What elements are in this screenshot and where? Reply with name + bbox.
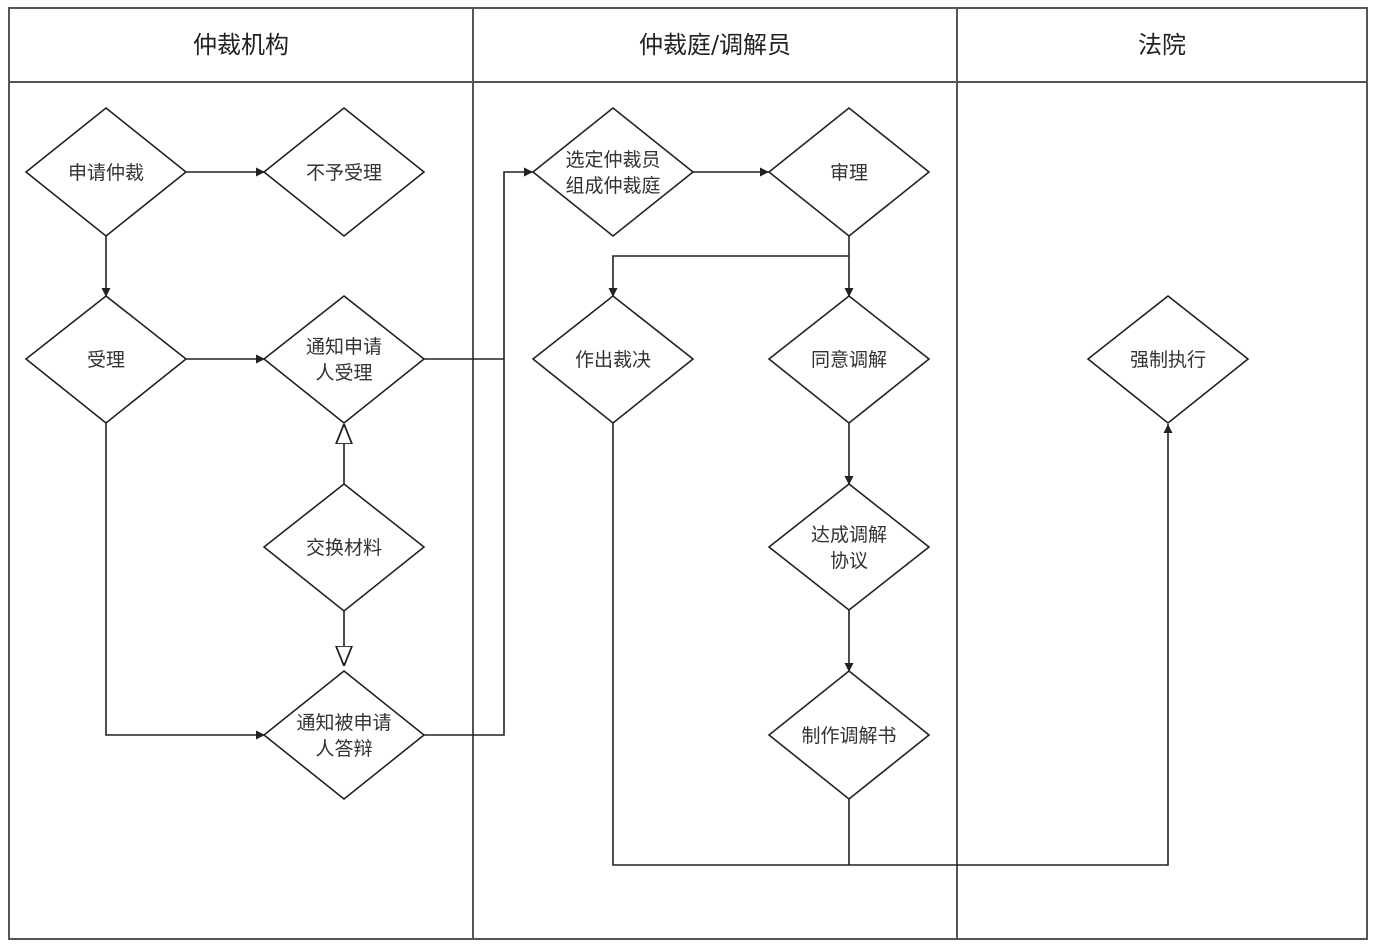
outer-border — [8, 7, 1368, 940]
node-mediation-document-shape — [767, 669, 931, 801]
node-notify-respondent-label: 通知被申请人答辩 — [296, 712, 391, 760]
node-notify-respondent: 通知被申请人答辩 — [262, 669, 426, 801]
node-enforcement-label: 强制执行 — [1130, 349, 1206, 371]
node-notify-applicant: 通知申请人受理 — [262, 294, 426, 425]
node-notify-respondent-shape — [262, 669, 426, 801]
node-award-label: 作出裁决 — [575, 349, 651, 371]
node-select-arbitrator-shape — [531, 106, 695, 238]
lane-title-court: 法院 — [1138, 31, 1186, 59]
node-select-arbitrator-label: 选定仲裁员组成仲裁庭 — [565, 149, 660, 197]
node-reject: 不予受理 — [262, 106, 426, 238]
node-enforcement-shape — [1086, 294, 1250, 425]
node-accept-label: 受理 — [87, 349, 125, 371]
node-accept-shape — [24, 294, 188, 425]
node-reject-shape — [262, 106, 426, 238]
node-mediation-document: 制作调解书 — [767, 669, 931, 801]
swimlane-frame — [8, 7, 1368, 940]
edge-notify-respondent-to-select-arbitrator — [423, 167, 533, 736]
node-exchange-materials: 交换材料 — [262, 482, 426, 613]
node-mediation-agreement-label: 达成调解协议 — [811, 524, 887, 572]
node-notify-applicant-label: 通知申请人受理 — [306, 336, 382, 384]
node-agree-mediation-label: 同意调解 — [811, 349, 887, 371]
node-agree-mediation: 同意调解 — [767, 294, 931, 425]
node-mediation-document-label: 制作调解书 — [801, 725, 896, 747]
edge-accept-to-notify-respondent — [105, 423, 265, 740]
node-apply-label: 申请仲裁 — [68, 162, 144, 184]
node-apply: 申请仲裁 — [24, 106, 188, 238]
node-apply-shape — [24, 106, 188, 238]
node-enforcement: 强制执行 — [1086, 294, 1250, 425]
node-agree-mediation-shape — [767, 294, 931, 425]
node-hearing: 审理 — [767, 106, 931, 238]
edge-award-to-enforcement — [612, 423, 1173, 866]
node-award: 作出裁决 — [531, 294, 695, 425]
node-reject-label: 不予受理 — [306, 162, 382, 184]
edge-hearing-to-award — [608, 255, 849, 297]
node-notify-applicant-shape — [262, 294, 426, 425]
edges — [101, 167, 1173, 866]
lane-title-tribunal-mediator: 仲裁庭/调解员 — [639, 31, 791, 59]
node-award-shape — [531, 294, 695, 425]
node-hearing-shape — [767, 106, 931, 238]
node-mediation-agreement-shape — [767, 482, 931, 612]
node-accept: 受理 — [24, 294, 188, 425]
node-exchange-materials-label: 交换材料 — [306, 537, 382, 559]
lane-title-arbitration-institution: 仲裁机构 — [193, 31, 289, 59]
node-select-arbitrator: 选定仲裁员组成仲裁庭 — [531, 106, 695, 238]
node-hearing-label: 审理 — [830, 162, 868, 184]
node-mediation-agreement: 达成调解协议 — [767, 482, 931, 612]
node-exchange-materials-shape — [262, 482, 426, 613]
